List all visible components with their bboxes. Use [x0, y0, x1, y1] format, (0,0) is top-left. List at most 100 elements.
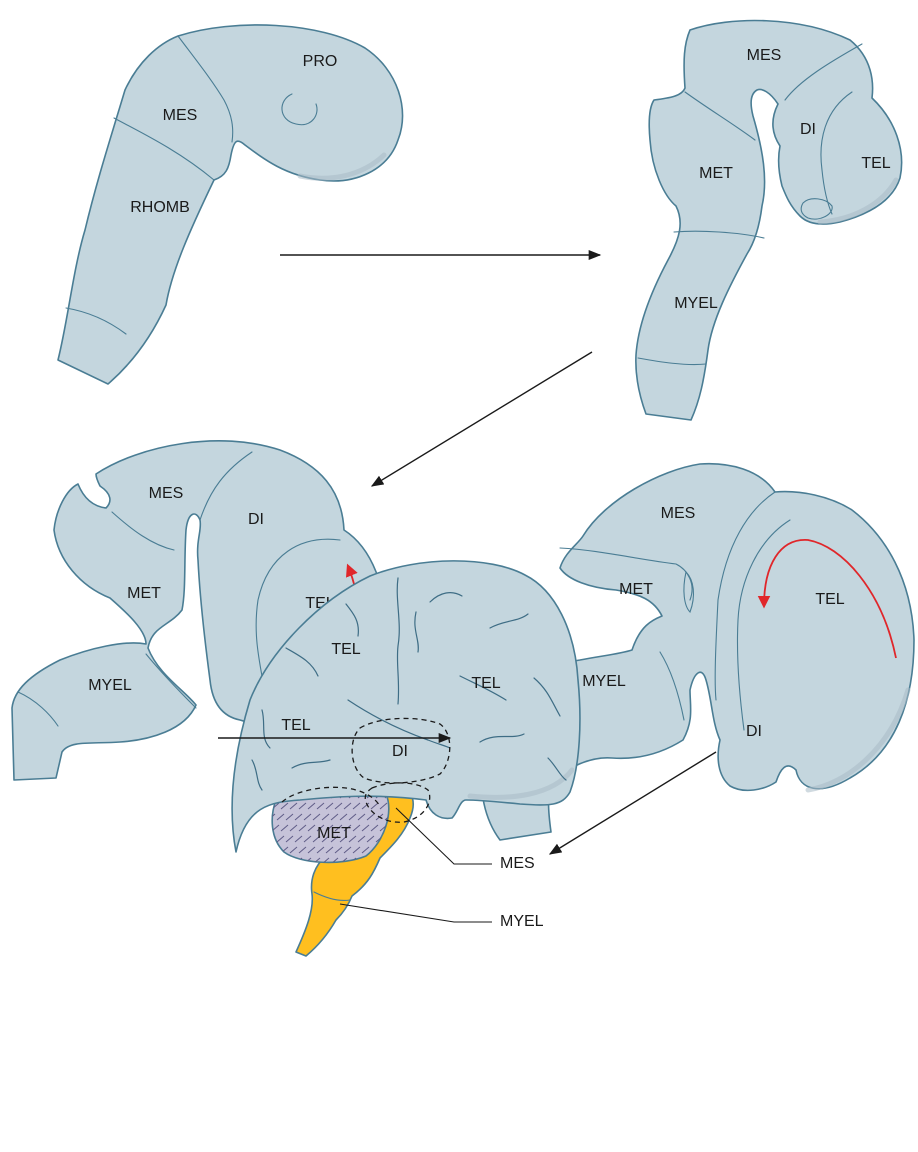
met-hatch-stroke: [343, 802, 352, 810]
met-hatch-stroke: [330, 835, 339, 843]
met-hatch-stroke: [325, 802, 334, 810]
met-hatch-stroke: [316, 846, 325, 854]
met-hatch-stroke: [294, 813, 303, 821]
stage-2-optic-stalk: [800, 198, 833, 220]
met-hatch-stroke: [357, 813, 366, 821]
stage-3-label-met: MET: [127, 585, 161, 602]
stage-2-label-myel: MYEL: [674, 295, 718, 312]
stage-2: MES DI TEL MET MYEL: [635, 19, 903, 421]
met-hatch-stroke: [352, 846, 361, 854]
met-hatch-stroke: [280, 824, 289, 832]
met-hatch-stroke: [361, 846, 370, 854]
stage-4-seam-di-tel: [736, 519, 791, 731]
stage-1-label-pro: PRO: [303, 53, 338, 70]
met-hatch-stroke: [276, 813, 285, 821]
adult-sulcus-lateral: [347, 699, 451, 749]
stage-1-label-mes: MES: [163, 107, 198, 124]
met-hatch-stroke: [298, 824, 307, 832]
met-hatch-stroke: [298, 846, 307, 854]
arrow-stage2-to-stage3: [370, 351, 593, 487]
adult-sulcus-12: [414, 611, 419, 653]
arrow-stage4-to-adult: [548, 751, 717, 855]
adult-label-tel-top: TEL: [331, 641, 360, 658]
met-hatch-stroke: [370, 824, 379, 832]
met-hatch-stroke: [334, 824, 343, 832]
met-hatch-stroke: [276, 857, 285, 863]
adult-brain: TEL TEL TEL DI MET MES MYEL: [231, 560, 581, 957]
stage-4-label-myel: MYEL: [582, 673, 626, 690]
stage-1-label-rhomb: RHOMB: [130, 199, 190, 216]
adult-diencephalon-outline: [351, 717, 451, 784]
stage-2-label-di: DI: [800, 121, 816, 138]
stage-4-seam-met-myel-fold: [683, 570, 695, 613]
stage-2-seam-myel-cord: [637, 357, 707, 366]
met-hatch-stroke: [303, 813, 312, 821]
stage-2-label-met: MET: [699, 165, 733, 182]
adult-telencephalon: [231, 560, 581, 853]
stage-3-seam-met-myel: [145, 653, 197, 709]
stage-4-label-di: DI: [746, 723, 762, 740]
met-hatch-stroke: [280, 802, 289, 810]
stage-4-rotation-arrow: [757, 539, 897, 659]
stage-2-label-mes: MES: [747, 47, 782, 64]
met-hatch-stroke: [294, 835, 303, 843]
met-hatch-stroke: [357, 835, 366, 843]
met-hatch-stroke: [334, 846, 343, 854]
met-hatch-stroke: [272, 846, 280, 854]
met-hatch-stroke: [307, 846, 316, 854]
adult-sulcus-10: [251, 759, 263, 791]
stage-2-tube: [635, 19, 903, 421]
met-hatch-stroke: [307, 824, 316, 832]
stage-2-label-tel: TEL: [861, 155, 890, 172]
stage-3-label-mes: MES: [149, 485, 184, 502]
met-hatch-stroke: [316, 824, 325, 832]
met-hatch-stroke: [272, 824, 280, 832]
adult-callout-line-myel: [339, 903, 492, 923]
met-hatch-stroke: [384, 857, 389, 863]
stage-3-seam-mes-di: [199, 451, 253, 521]
met-hatch-stroke: [334, 802, 343, 810]
stage-4-tube: [480, 462, 915, 841]
stage-1-optic-cup: [281, 93, 318, 126]
met-hatch-stroke: [325, 846, 334, 854]
stage-1-seam-mes-rhomb: [113, 117, 215, 181]
stage-4-seam-mes-met: [559, 547, 693, 601]
adult-label-di: DI: [392, 743, 408, 760]
stage-1-shading: [297, 152, 387, 181]
met-hatch-stroke: [285, 857, 294, 863]
met-hatch-stroke: [303, 835, 312, 843]
met-hatch-stroke: [289, 824, 298, 832]
met-hatch-stroke: [339, 813, 348, 821]
met-hatch-stroke: [298, 802, 307, 810]
stage-2-seam-mes-met: [684, 91, 756, 141]
met-hatch-stroke: [325, 824, 334, 832]
stage-4-label-tel: TEL: [815, 591, 844, 608]
met-hatch-stroke: [348, 835, 357, 843]
met-hatch-stroke: [348, 813, 357, 821]
stage-4-seam-mes-di: [714, 491, 776, 701]
met-hatch-stroke: [312, 835, 321, 843]
met-hatch-stroke: [321, 813, 330, 821]
met-hatch-stroke: [316, 802, 325, 810]
stage-1-seam-rhomb-cord: [65, 307, 127, 335]
stage-2-seam-mes-di: [784, 43, 863, 101]
adult-tel-shading: [467, 767, 575, 800]
met-hatch-stroke: [321, 835, 330, 843]
stage-4-label-mes: MES: [661, 505, 696, 522]
adult-sulcus-5: [489, 613, 529, 629]
adult-mesencephalon-outline: [364, 782, 431, 823]
adult-label-tel-right: TEL: [471, 675, 500, 692]
adult-myel-seam: [313, 891, 351, 902]
met-hatch-stroke: [352, 824, 361, 832]
met-hatch-stroke: [343, 824, 352, 832]
stage-3-seam-myel-cord: [17, 691, 59, 727]
adult-callout-line-mes: [395, 807, 492, 865]
met-hatch-stroke: [366, 813, 375, 821]
stage-3-label-di: DI: [248, 511, 264, 528]
adult-sulcus-2: [345, 603, 359, 637]
met-hatch-stroke: [361, 824, 370, 832]
adult-label-met: MET: [317, 825, 351, 842]
stage-2-shading: [817, 177, 899, 225]
adult-label-tel-left: TEL: [281, 717, 310, 734]
